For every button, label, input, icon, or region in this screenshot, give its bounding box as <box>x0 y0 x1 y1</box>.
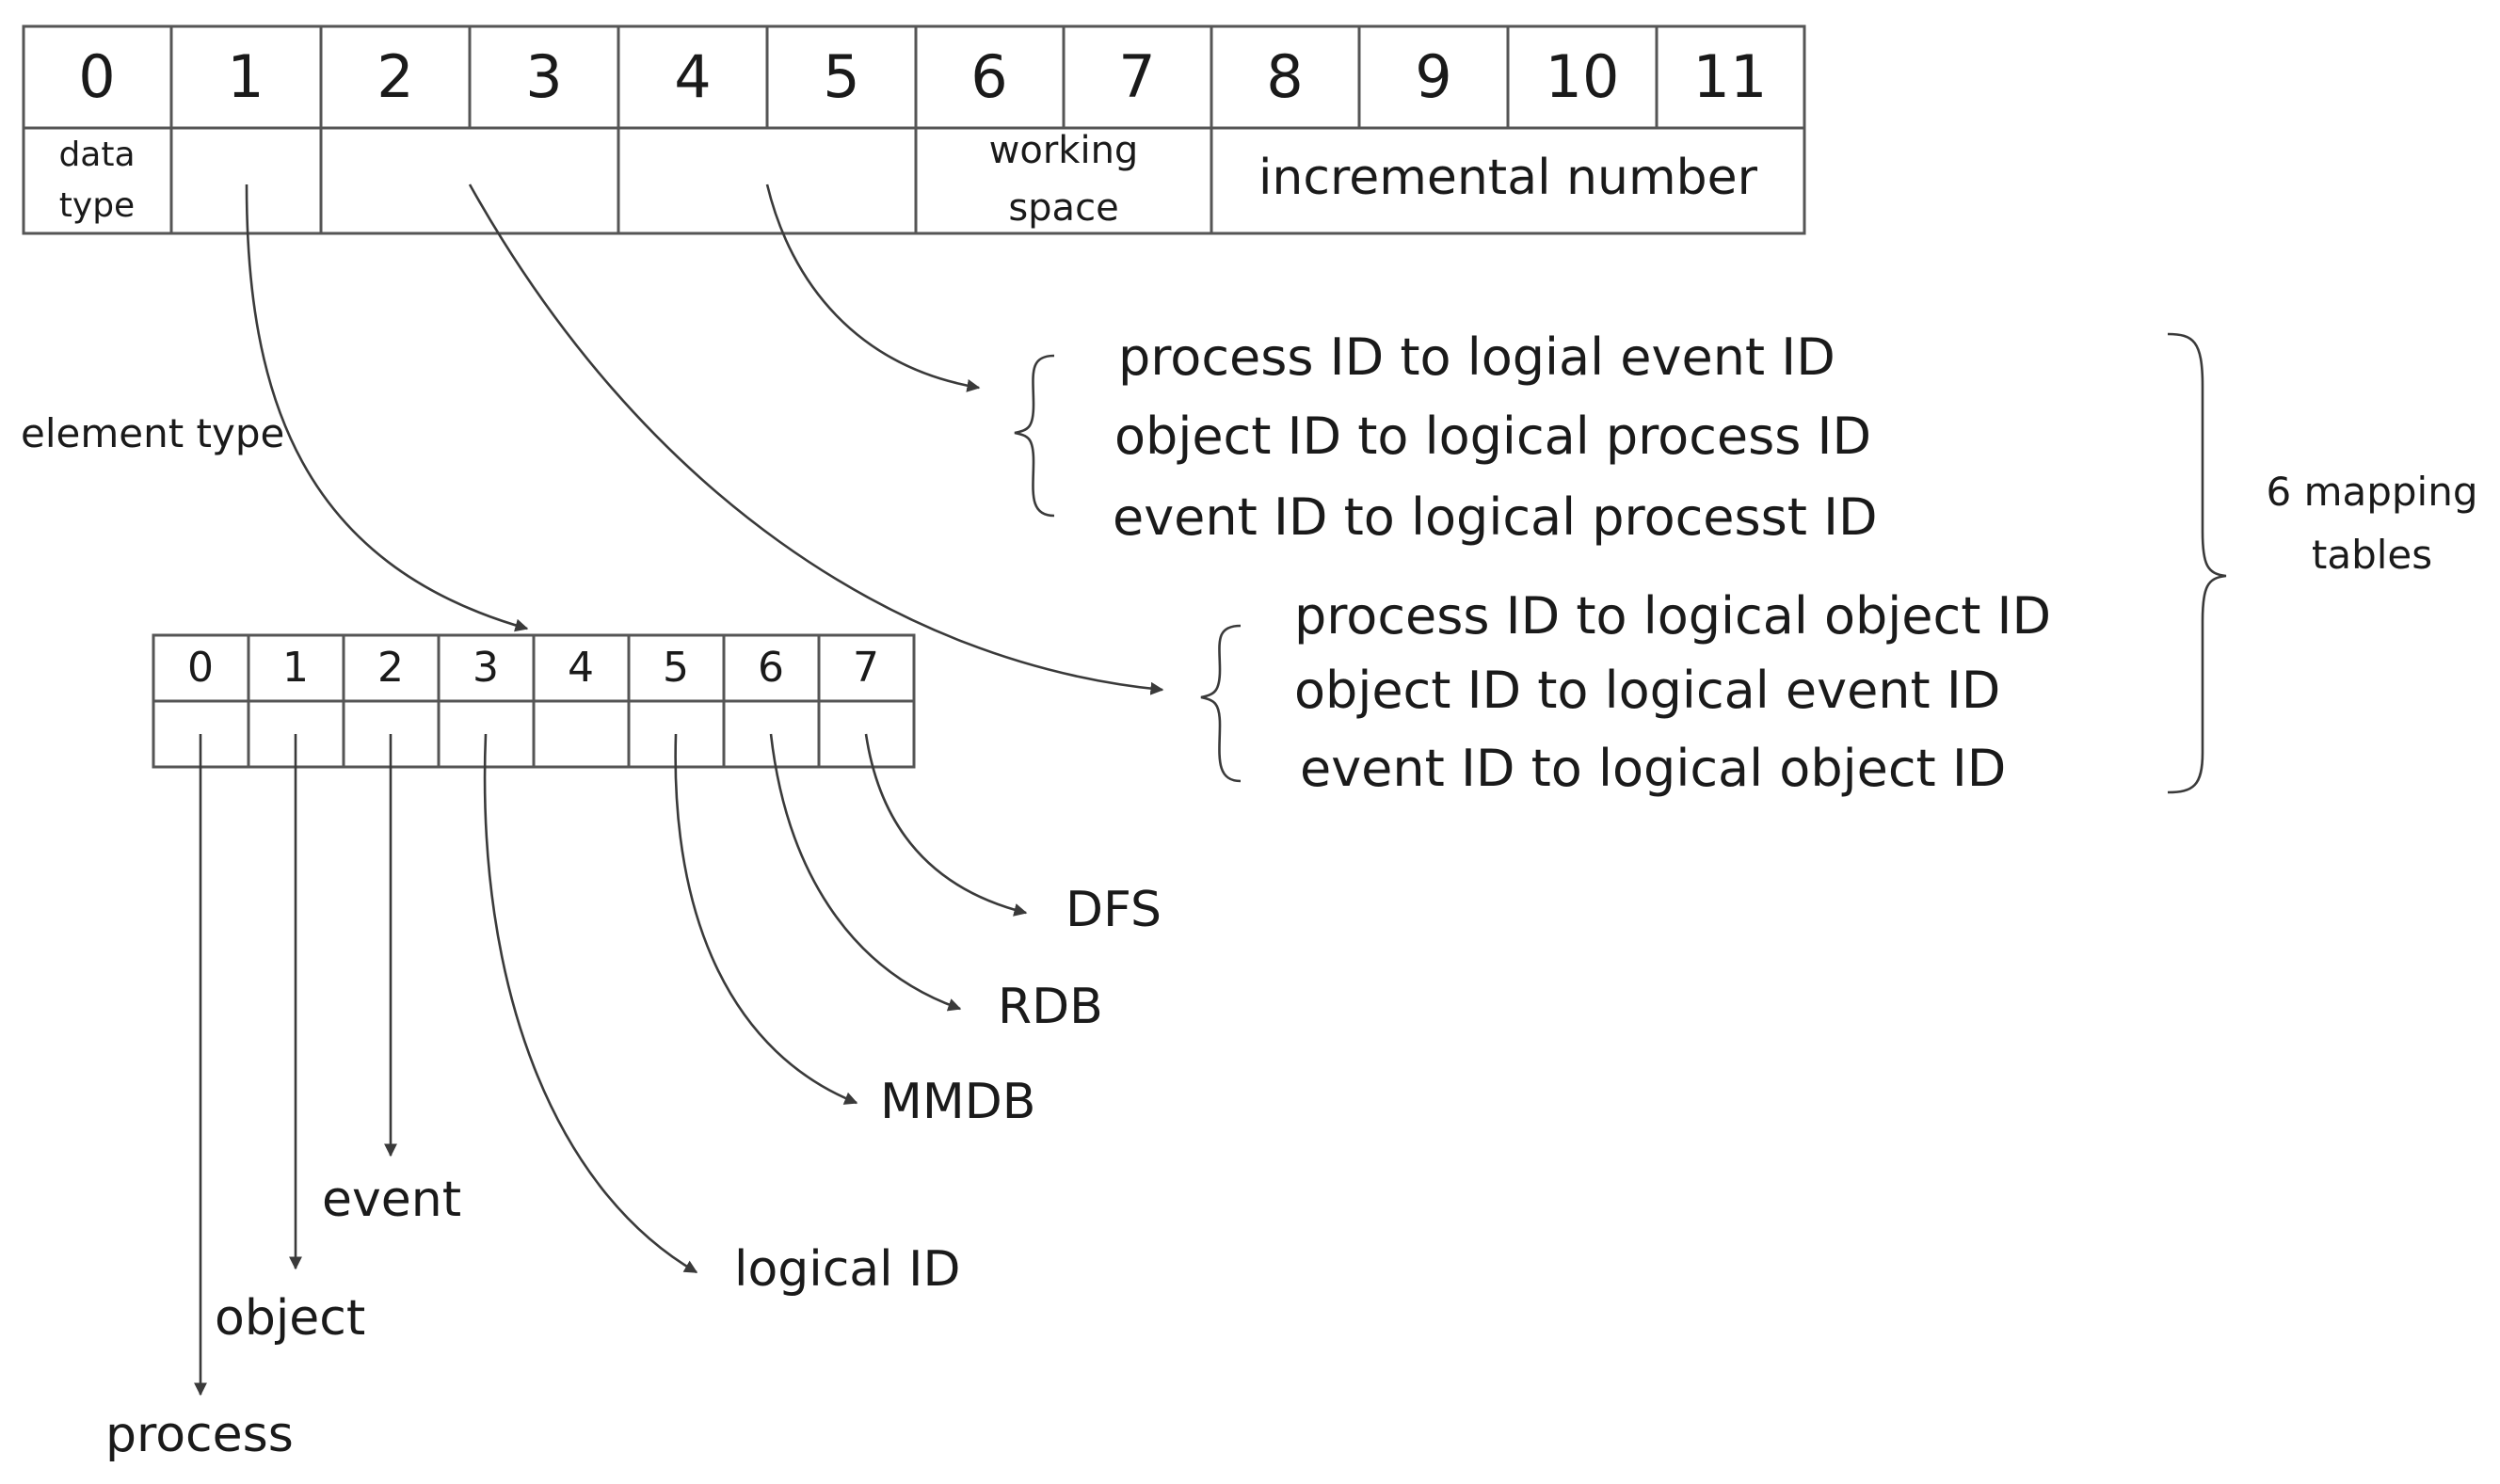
label-dfs: DFS <box>1066 882 1162 938</box>
incremental-number-label: incremental number <box>1258 150 1758 206</box>
byte-header-7 <box>1062 24 1213 130</box>
label-event: event <box>322 1172 461 1228</box>
brace-all-mappings <box>2167 332 2227 794</box>
mapping-a-1: process ID to logial event ID <box>1118 327 1835 387</box>
bit-header-5 <box>627 633 726 703</box>
bit-label-7: 7 <box>853 644 879 692</box>
byte-label-6: 6 <box>970 42 1007 111</box>
mapping-b-1: process ID to logical object ID <box>1294 586 2051 646</box>
byte-label-8: 8 <box>1266 42 1303 111</box>
bit-header-7 <box>817 633 916 703</box>
byte-label-9: 9 <box>1415 42 1451 111</box>
field-bytes-4-5 <box>617 126 918 235</box>
byte-label-10: 10 <box>1546 42 1620 111</box>
bit-label-1: 1 <box>282 644 309 692</box>
element-connectors <box>194 733 1028 1396</box>
mapping-a-3: event ID to logical processt ID <box>1113 487 1878 547</box>
bit-label-5: 5 <box>663 644 689 692</box>
byte-label-7: 7 <box>1118 42 1155 111</box>
arrow-byte1-to-element-register <box>245 184 529 632</box>
arrow-bit7-dfs <box>864 733 1028 917</box>
byte-label-4: 4 <box>674 42 711 111</box>
bit-value-4 <box>532 699 631 769</box>
working-space-label-line1: working <box>989 129 1139 172</box>
bit-header-2 <box>342 633 441 703</box>
bit-label-4: 4 <box>568 644 594 692</box>
bit-header-0 <box>152 633 250 703</box>
bit-label-2: 2 <box>377 644 404 692</box>
mapping-group-a: process ID to logial event ID object ID … <box>1014 327 1878 547</box>
arrow-bytes4-5-to-mapping-group-a <box>765 184 981 392</box>
bit-header-3 <box>437 633 536 703</box>
arrow-bit5-mmdb <box>674 733 858 1105</box>
mapping-a-2: object ID to logical process ID <box>1114 407 1871 466</box>
byte-header-0 <box>22 24 173 130</box>
byte-label-2: 2 <box>377 42 413 111</box>
mapping-group-b: process ID to logical object ID object I… <box>1200 586 2051 798</box>
byte-header-5 <box>765 24 918 130</box>
bit-header-6 <box>722 633 821 703</box>
field-incremental-number <box>1210 126 1806 235</box>
working-space-label-line2: space <box>1008 186 1118 230</box>
arrow-bit6-rdb <box>769 733 962 1012</box>
mapping-summary-line2: tables <box>2312 532 2432 578</box>
byte-label-5: 5 <box>823 42 859 111</box>
bit-label-3: 3 <box>473 644 499 692</box>
element-type-label: element type <box>21 410 284 456</box>
field-data-type <box>22 126 173 235</box>
data-type-label-line2: type <box>59 186 135 225</box>
label-process: process <box>105 1407 294 1463</box>
bit-header-4 <box>532 633 631 703</box>
arrow-bit3-logical-id <box>483 733 698 1274</box>
arrow-bytes2-3-to-mapping-group-b <box>468 184 1164 695</box>
mapping-summary-line1: 6 mapping <box>2267 469 2478 515</box>
top-register: 0 1 2 3 4 5 6 7 8 9 10 11 data type work… <box>22 24 1806 235</box>
label-mmdb: MMDB <box>880 1074 1035 1130</box>
mapping-b-2: object ID to logical event ID <box>1294 661 2000 720</box>
byte-label-1: 1 <box>227 42 264 111</box>
label-logical-id: logical ID <box>734 1241 961 1298</box>
byte-label-0: 0 <box>78 42 115 111</box>
data-type-label-line1: data <box>58 136 135 174</box>
label-object: object <box>215 1290 365 1347</box>
bit-label-0: 0 <box>187 644 214 692</box>
field-bytes-2-3 <box>319 126 620 235</box>
byte-header-9 <box>1357 24 1510 130</box>
brace-group-a <box>1014 354 1055 518</box>
bit-label-6: 6 <box>758 644 784 692</box>
byte-header-1 <box>169 24 323 130</box>
byte-label-11: 11 <box>1693 42 1768 111</box>
mapping-b-3: event ID to logical object ID <box>1300 739 2006 798</box>
brace-group-b <box>1200 624 1242 783</box>
top-connectors <box>245 184 1164 695</box>
mapping-summary: 6 mapping tables <box>2167 332 2478 794</box>
element-register: 0 1 2 3 4 5 6 7 <box>152 633 916 769</box>
byte-header-11 <box>1655 24 1806 130</box>
byte-label-3: 3 <box>525 42 562 111</box>
label-rdb: RDB <box>998 979 1103 1035</box>
